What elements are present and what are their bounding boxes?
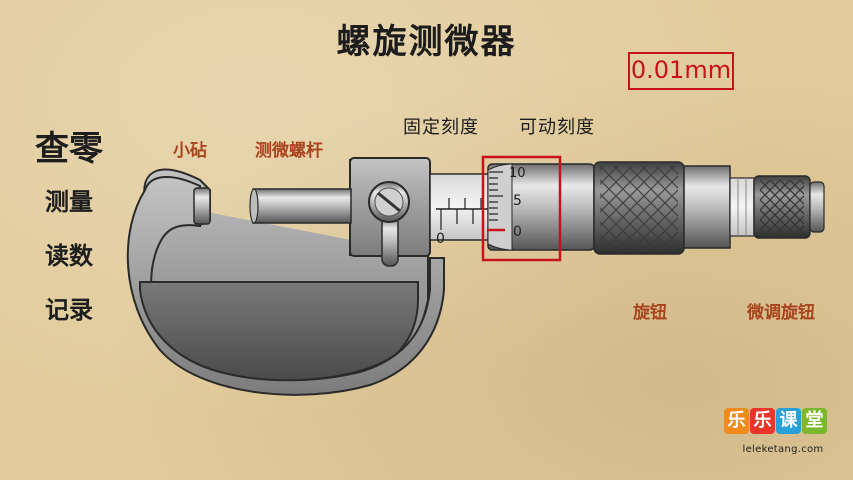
movable-scale-10: 10 [509, 166, 526, 181]
logo-char: 乐 [750, 408, 775, 434]
spindle-label: 测微螺杆 [255, 141, 323, 161]
fixed-scale-label: 固定刻度 [403, 117, 479, 138]
logo: 乐乐课堂 [724, 408, 836, 442]
logo-char: 课 [776, 408, 801, 434]
fixed-scale-zero: 0 [436, 231, 445, 247]
thimble-knob-label: 旋钮 [633, 303, 667, 323]
lock-screw-icon [368, 181, 410, 267]
sleeve [429, 173, 493, 241]
menu-item-zero-check[interactable]: 查零 [35, 129, 103, 169]
movable-scale-0: 0 [513, 224, 522, 240]
ratchet-knob [753, 175, 825, 239]
logo-char: 堂 [802, 408, 827, 434]
spindle [252, 188, 352, 224]
ratchet-knob-label: 微调旋钮 [747, 303, 815, 323]
movable-scale-label: 可动刻度 [519, 117, 595, 138]
menu-item-measure[interactable]: 测量 [45, 187, 93, 216]
logo-char: 乐 [724, 408, 749, 434]
scale-highlight-box [481, 155, 562, 262]
menu-item-read[interactable]: 读数 [45, 241, 93, 270]
movable-scale-5: 5 [513, 193, 522, 209]
precision-badge: 0.01mm [628, 52, 734, 90]
anvil [193, 187, 211, 225]
movable-scale-ticks [489, 171, 503, 221]
thimble-knob [593, 161, 685, 255]
menu-item-record[interactable]: 记录 [45, 295, 93, 324]
anvil-label: 小砧 [173, 141, 207, 161]
logo-url: leleketang.com [742, 444, 824, 455]
page-title: 螺旋测微器 [336, 22, 517, 62]
